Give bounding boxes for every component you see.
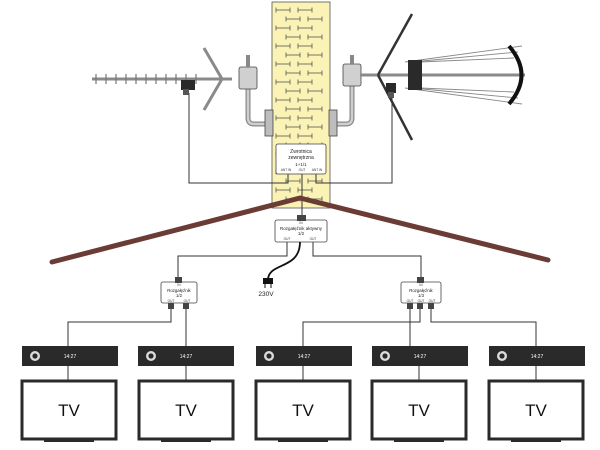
receiver-clock: 14:27 <box>531 354 544 360</box>
set-top-box <box>22 346 118 366</box>
right-splitter-port-out-right: OUT <box>429 299 436 303</box>
right-splitter-port-out-left: OUT <box>407 299 414 303</box>
roof <box>49 195 551 265</box>
right-splitter-port-in: IN <box>419 283 423 287</box>
set-top-box <box>256 346 352 366</box>
combiner-ratio: 1+1/1 <box>295 162 307 167</box>
set-top-box <box>372 346 468 366</box>
power-voltage: 230V <box>258 291 274 298</box>
tv-label: TV <box>58 401 80 420</box>
tv-screen <box>487 379 585 441</box>
set-top-box <box>138 346 234 366</box>
left-splitter-port-out-left: OUT <box>168 299 175 303</box>
tv-label: TV <box>525 401 547 420</box>
yagi-antenna-left <box>92 47 232 111</box>
right-splitter-ratio: 1/3 <box>418 293 425 298</box>
combiner-box: Zwrotnica zewnętrzna 1+1/1 ANT IN OUT AN… <box>275 143 327 175</box>
right-splitter-box: IN Rozgałęźnik 1/3 OUT OUT OUT <box>400 277 442 309</box>
active-splitter-ratio: 1/2 <box>298 231 305 236</box>
right-splitter-port-out-mid: OUT <box>418 299 425 303</box>
tv-label: TV <box>175 401 197 420</box>
receiver-clock: 14:27 <box>298 354 311 360</box>
mast-bracket-right <box>328 55 362 137</box>
receiver-clock: 14:27 <box>64 354 77 360</box>
left-splitter-box: IN Rozgałęźnik 1/2 OUT OUT <box>160 277 198 309</box>
combiner-title-2: zewnętrzna <box>288 155 314 161</box>
tv-label: TV <box>408 401 430 420</box>
left-splitter-port-in: IN <box>177 283 181 287</box>
power-supply: 230V <box>258 241 301 298</box>
combiner-port-left: ANT IN <box>281 168 292 172</box>
set-top-box <box>489 346 585 366</box>
tv-label: TV <box>292 401 314 420</box>
combiner-port-mid: OUT <box>299 168 306 172</box>
receiver-tv-set-2: 14:27 TV <box>137 346 235 442</box>
mast-bracket-left <box>238 55 274 137</box>
active-splitter-label: Rozgałęźnik aktywny <box>280 226 323 231</box>
active-splitter-box: IN Rozgałęźnik aktywny 1/2 OUT OUT <box>274 215 328 243</box>
receiver-tv-set-3: 14:27 TV <box>254 346 352 442</box>
tv-screen <box>20 379 118 441</box>
tv-screen <box>254 379 352 441</box>
left-splitter-label: Rozgałęźnik <box>167 288 191 293</box>
right-splitter-label: Rozgałęźnik <box>409 288 433 293</box>
receiver-tv-set-5: 14:27 TV <box>487 346 585 442</box>
receiver-tv-set-1: 14:27 TV <box>20 346 118 442</box>
receiver-clock: 14:27 <box>414 354 427 360</box>
coax-cables <box>67 93 537 381</box>
active-splitter-port-out-left: OUT <box>284 237 291 241</box>
combiner-title-1: Zwrotnica <box>290 149 312 155</box>
left-splitter-port-out-right: OUT <box>184 299 191 303</box>
chimney-wall <box>271 1 331 209</box>
receiver-clock: 14:27 <box>180 354 193 360</box>
combiner-port-right: ANT IN <box>312 168 323 172</box>
active-splitter-port-out-right: OUT <box>310 237 317 241</box>
left-splitter-ratio: 1/2 <box>176 293 183 298</box>
active-splitter-port-in: IN <box>299 221 303 225</box>
receiver-tv-set-4: 14:27 TV <box>370 346 468 442</box>
grid-antenna-right <box>360 13 525 141</box>
